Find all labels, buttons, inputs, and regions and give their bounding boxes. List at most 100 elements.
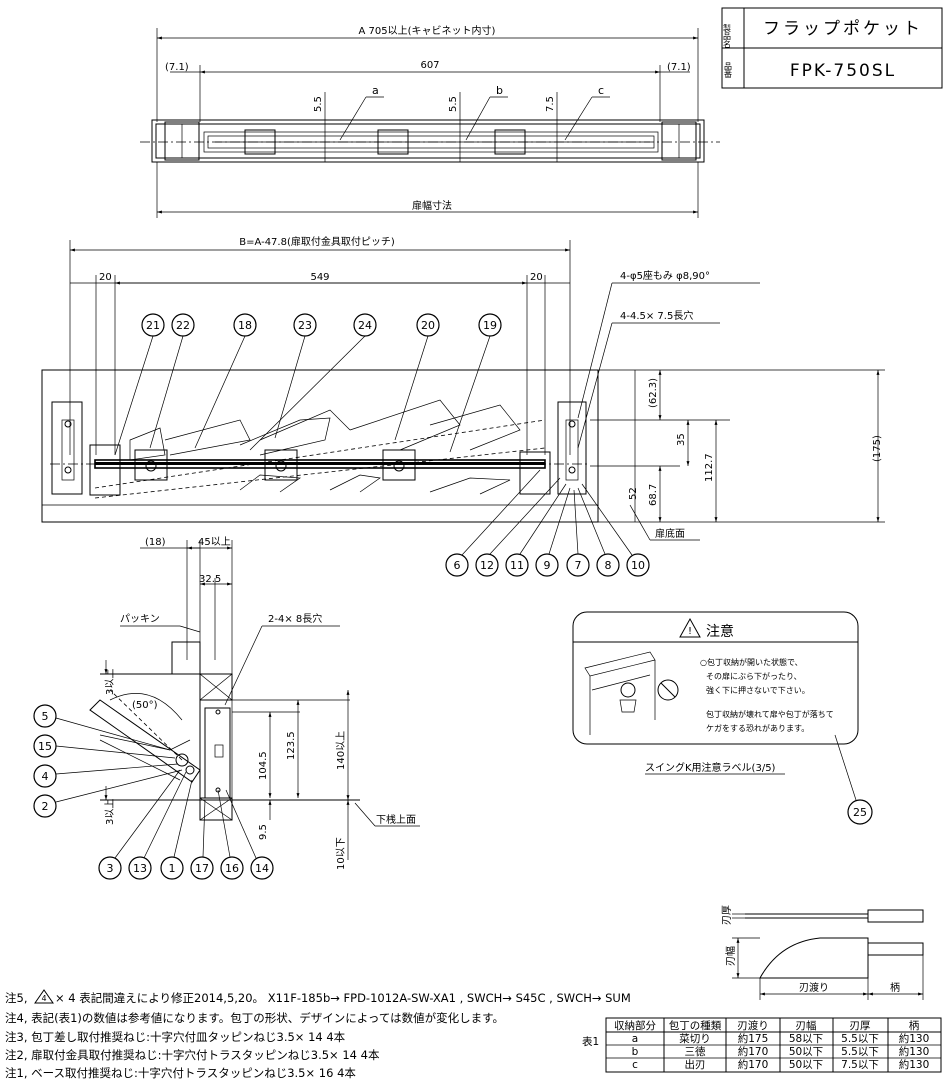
svg-text:11: 11 <box>510 559 524 572</box>
svg-text:50以下: 50以下 <box>789 1059 823 1071</box>
caution-label: ! 注意 ○包丁収納が開いた状態で、 その扉にぶら下がったり、 強く下に押さない… <box>572 611 859 775</box>
callout-19: 19 <box>449 313 502 453</box>
label-b: b <box>496 84 503 97</box>
callout-23: 23 <box>274 313 317 439</box>
dim-32-5: 32.5 <box>199 574 221 585</box>
callout-10: 10 <box>581 483 650 577</box>
callout-20: 20 <box>394 313 440 441</box>
countersink-note: 4-φ5座もみ φ8,90° <box>620 269 710 282</box>
table-header: 収納部分 包丁の種類 刃渡り 刃幅 刃厚 柄 <box>614 1019 919 1032</box>
svg-text:柄: 柄 <box>909 1019 920 1032</box>
svg-text:5.5以下: 5.5以下 <box>841 1033 879 1045</box>
callout-7: 7 <box>566 489 590 577</box>
svg-text:刃厚: 刃厚 <box>850 1020 871 1032</box>
svg-text:4: 4 <box>42 770 49 783</box>
dim-20-right: 20 <box>530 272 543 283</box>
caution-caption: スイングK用注意ラベル(3/5) <box>645 761 776 774</box>
svg-text:19: 19 <box>483 319 497 332</box>
label-c: c <box>598 84 604 97</box>
dim-5-5-b: 5.5 <box>448 96 459 112</box>
svg-text:約130: 約130 <box>899 1045 930 1058</box>
callouts: 21 22 18 23 24 20 19 6 12 11 9 7 8 10 5 … <box>33 313 873 880</box>
dim-140: 140以上 <box>335 731 347 770</box>
product-name: フラップポケット <box>763 19 923 39</box>
dim-5-5-a: 5.5 <box>313 96 324 112</box>
svg-text:約170: 約170 <box>738 1058 769 1071</box>
slot-note: 4-4.5× 7.5長穴 <box>620 309 693 322</box>
callout-4: 4 <box>33 763 179 788</box>
dim-left-7-1: (7.1) <box>165 62 189 73</box>
code-label: 品番 <box>724 62 733 79</box>
svg-text:17: 17 <box>195 862 209 875</box>
caution-line-3: 強く下に押さないで下さい。 <box>706 685 810 695</box>
dim-10: 10以下 <box>336 837 347 870</box>
dim-52: 52 <box>628 487 639 500</box>
callout-13: 13 <box>128 771 187 880</box>
note-5: × 4 表記間違えにより修正2014,5,20。 X11F-185b→ FPD-… <box>55 991 631 1005</box>
blade-thickness: 刃厚 <box>721 905 733 925</box>
warning-icon <box>679 617 701 638</box>
svg-text:25: 25 <box>853 806 867 819</box>
angle-50: (50°) <box>132 700 158 711</box>
caution-line-1: ○包丁収納が開いた状態で、 <box>700 657 803 667</box>
caution-line-5: ケガをする恐れがあります。 <box>706 723 809 733</box>
svg-text:刃幅: 刃幅 <box>796 1019 817 1032</box>
callout-2: 2 <box>33 769 183 818</box>
callout-5: 5 <box>33 704 171 751</box>
table-label: 表1 <box>582 1035 599 1048</box>
top-view: A 705以上(キャビネット内寸) 607 (7.1) (7.1) a b <box>140 24 720 218</box>
side-view: (18) 45以上 32.5 パッキン 2-4× 8長穴 (50°) <box>89 536 420 870</box>
svg-text:b: b <box>632 1046 639 1058</box>
callout-8: 8 <box>577 487 620 577</box>
callout-17: 17 <box>190 799 214 880</box>
svg-text:収納部分: 収納部分 <box>614 1019 656 1032</box>
packing-label: パッキン <box>120 613 160 625</box>
svg-text:2: 2 <box>42 800 49 813</box>
caution-line-4: 包丁収納が壊れて扉や包丁が落ちて <box>706 709 834 719</box>
dim-35: 35 <box>676 433 687 446</box>
note-3: 注3, 包丁差し取付推奨ねじ:十字穴付皿タッピンねじ3.5× 14 4本 <box>5 1030 346 1044</box>
svg-text:20: 20 <box>421 319 435 332</box>
caution-title: 注意 <box>706 623 734 640</box>
svg-text:1: 1 <box>169 862 176 875</box>
notes: 注5, 4 × 4 表記間違えにより修正2014,5,20。 X11F-185b… <box>5 989 631 1080</box>
svg-text:58以下: 58以下 <box>789 1033 823 1045</box>
callout-24: 24 <box>249 313 377 451</box>
dim-right-7-1: (7.1) <box>667 62 691 73</box>
revision-mark-icon <box>34 989 54 1004</box>
caution-line-2: その扉にぶら下がったり、 <box>706 671 802 681</box>
svg-text:5: 5 <box>42 710 49 723</box>
svg-text:13: 13 <box>133 862 147 875</box>
handle: 柄 <box>890 981 900 994</box>
table-row: a 菜切り 約175 58以下 5.5以下 約130 <box>632 1032 929 1045</box>
svg-text:16: 16 <box>225 862 239 875</box>
svg-text:三徳: 三徳 <box>685 1045 706 1058</box>
callout-16: 16 <box>217 789 244 880</box>
dim-3-top: 3以上 <box>104 669 116 695</box>
table-row: b 三徳 約170 50以下 5.5以下 約130 <box>632 1045 930 1058</box>
dim-549: 549 <box>310 272 329 283</box>
dim-123-5: 123.5 <box>286 731 297 760</box>
callout-6: 6 <box>445 469 541 577</box>
svg-text:18: 18 <box>238 319 252 332</box>
svg-text:3: 3 <box>107 862 114 875</box>
svg-text:24: 24 <box>358 319 372 332</box>
front-view: B=A-47.8(扉取付金具取付ピッチ) 20 549 20 4-φ5座もみ φ… <box>41 235 885 541</box>
dim-b: B=A-47.8(扉取付金具取付ピッチ) <box>239 235 395 248</box>
svg-text:10: 10 <box>631 559 645 572</box>
callout-22: 22 <box>149 313 195 449</box>
callout-21: 21 <box>114 313 165 456</box>
svg-text:7: 7 <box>575 559 582 572</box>
svg-text:菜切り: 菜切り <box>679 1033 711 1045</box>
note-1: 注1, ベース取付推奨ねじ:十字穴付トラスタッピンねじ3.5× 16 4本 <box>5 1066 356 1080</box>
dim-68-7: 68.7 <box>648 484 659 506</box>
svg-text:出刃: 出刃 <box>685 1058 706 1071</box>
table-row: c 出刃 約170 50以下 7.5以下 約130 <box>632 1058 929 1071</box>
callout-15: 15 <box>33 734 176 759</box>
dim-3-bottom: 3以上 <box>104 799 116 825</box>
svg-text:包丁の種類: 包丁の種類 <box>669 1019 722 1032</box>
dim-104-5: 104.5 <box>258 751 269 780</box>
callout-12: 12 <box>475 477 561 577</box>
callout-1: 1 <box>160 779 193 880</box>
svg-text:23: 23 <box>298 319 312 332</box>
